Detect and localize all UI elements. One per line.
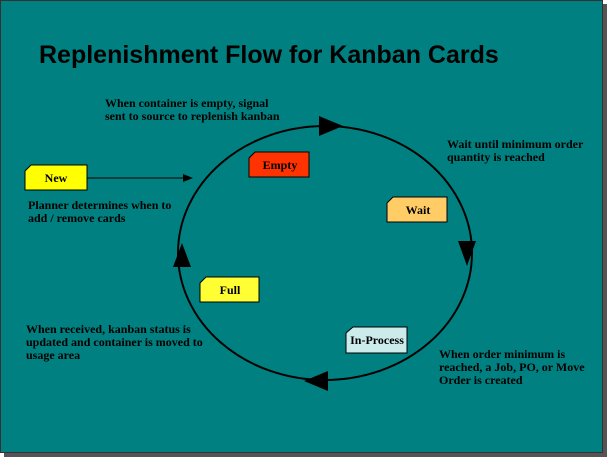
note-wait-minimum: Wait until minimum order quantity is rea… — [447, 137, 584, 164]
note-empty-signal: When container is empty, signal sent to … — [105, 96, 280, 123]
flow-diagram: New Empty Wait Full In-Process — [24, 116, 476, 391]
cycle-arrow-top — [319, 116, 343, 136]
note-planner: Planner determines when to add / remove … — [28, 198, 172, 225]
new-card-arrow-head — [183, 174, 193, 182]
cycle-arrow-right — [458, 241, 476, 266]
cycle-arrow-left — [173, 243, 191, 267]
card-in-process: In-Process — [345, 326, 408, 354]
card-shape — [24, 164, 88, 191]
cycle-arrow-bottom — [304, 371, 328, 391]
card-shape — [386, 196, 448, 223]
card-wait: Wait — [386, 196, 448, 223]
card-label: Empty — [263, 158, 298, 172]
note-order-minimum: When order minimum is reached, a Job, PO… — [439, 347, 585, 387]
card-label: Full — [220, 283, 241, 297]
card-shape — [345, 326, 408, 354]
card-full: Full — [199, 276, 260, 303]
card-label: New — [45, 171, 68, 185]
note-received: When received, kanban status is updated … — [26, 322, 203, 362]
card-label: Wait — [406, 203, 431, 217]
cycle-circle — [177, 125, 473, 381]
card-shape — [248, 151, 310, 178]
card-shape — [199, 276, 260, 303]
card-label: In-Process — [350, 333, 404, 347]
card-empty: Empty — [248, 151, 310, 178]
card-new: New — [24, 164, 88, 191]
diagram-title: Replenishment Flow for Kanban Cards — [39, 41, 499, 69]
